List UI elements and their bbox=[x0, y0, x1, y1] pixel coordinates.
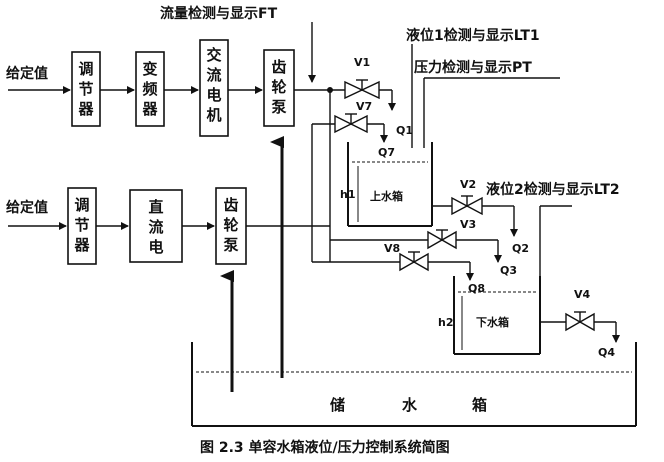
top-regulator-label: 调节器 bbox=[77, 60, 94, 118]
level1-sensor-label: 液位1检测与显示LT1 bbox=[406, 27, 540, 44]
bottom-gear-pump-label: 齿轮泵 bbox=[223, 196, 238, 254]
h1-label: h1 bbox=[340, 188, 356, 201]
upper-tank-label: 上水箱 bbox=[370, 189, 403, 203]
valve-v8-label: V8 bbox=[384, 242, 400, 255]
figure-caption: 图 2.3 单容水箱液位/压力控制系统简图 bbox=[200, 439, 450, 456]
valve-v4 bbox=[565, 311, 595, 332]
valve-v8 bbox=[399, 251, 429, 272]
flow-sensor-label: 流量检测与显示FT bbox=[160, 5, 278, 22]
setpoint-bottom-label: 给定值 bbox=[6, 199, 48, 216]
dc-motor-label: 直流电 bbox=[148, 198, 163, 256]
valve-v1-label: V1 bbox=[354, 56, 370, 69]
top-gear-pump-block bbox=[263, 49, 295, 127]
valve-v3-label: V3 bbox=[460, 218, 476, 231]
vfd-label: 变频器 bbox=[141, 60, 158, 118]
valve-v2 bbox=[451, 195, 483, 216]
storage-tank-label: 储 bbox=[330, 396, 347, 414]
ac-motor-block bbox=[199, 39, 229, 137]
lower-tank-label: 下水箱 bbox=[476, 315, 509, 329]
flow-q4-label: Q4 bbox=[598, 346, 615, 359]
upper-tank bbox=[347, 142, 433, 227]
bottom-regulator-label: 调节器 bbox=[73, 196, 90, 254]
flow-q1-label: Q1 bbox=[396, 124, 413, 137]
top-regulator-block bbox=[71, 51, 101, 127]
valve-v1 bbox=[344, 79, 380, 100]
storage-tank-label-3: 箱 bbox=[472, 396, 489, 414]
flow-q3-label: Q3 bbox=[500, 264, 517, 277]
flow-q7-label: Q7 bbox=[378, 146, 395, 159]
lower-tank bbox=[453, 276, 541, 355]
top-gear-pump-label: 齿轮泵 bbox=[271, 58, 286, 116]
setpoint-top-label: 给定值 bbox=[6, 65, 48, 82]
valve-v7-label: V7 bbox=[356, 100, 372, 113]
flow-q2-label: Q2 bbox=[512, 242, 529, 255]
ac-motor-label: 交流电机 bbox=[206, 46, 221, 124]
flow-q8-label: Q8 bbox=[468, 282, 485, 295]
valve-v4-label: V4 bbox=[574, 288, 591, 301]
valve-v7 bbox=[334, 113, 368, 134]
vfd-block bbox=[135, 51, 165, 127]
bottom-regulator-block bbox=[67, 187, 97, 265]
h2-label: h2 bbox=[438, 316, 454, 329]
valve-v3 bbox=[427, 229, 457, 250]
level2-sensor-label: 液位2检测与显示LT2 bbox=[486, 181, 620, 198]
storage-tank-label-2: 水 bbox=[402, 396, 419, 414]
dc-motor-block bbox=[129, 189, 183, 263]
storage-tank bbox=[191, 342, 637, 427]
valve-v2-label: V2 bbox=[460, 178, 476, 191]
pressure-sensor-label: 压力检测与显示PT bbox=[414, 59, 532, 76]
